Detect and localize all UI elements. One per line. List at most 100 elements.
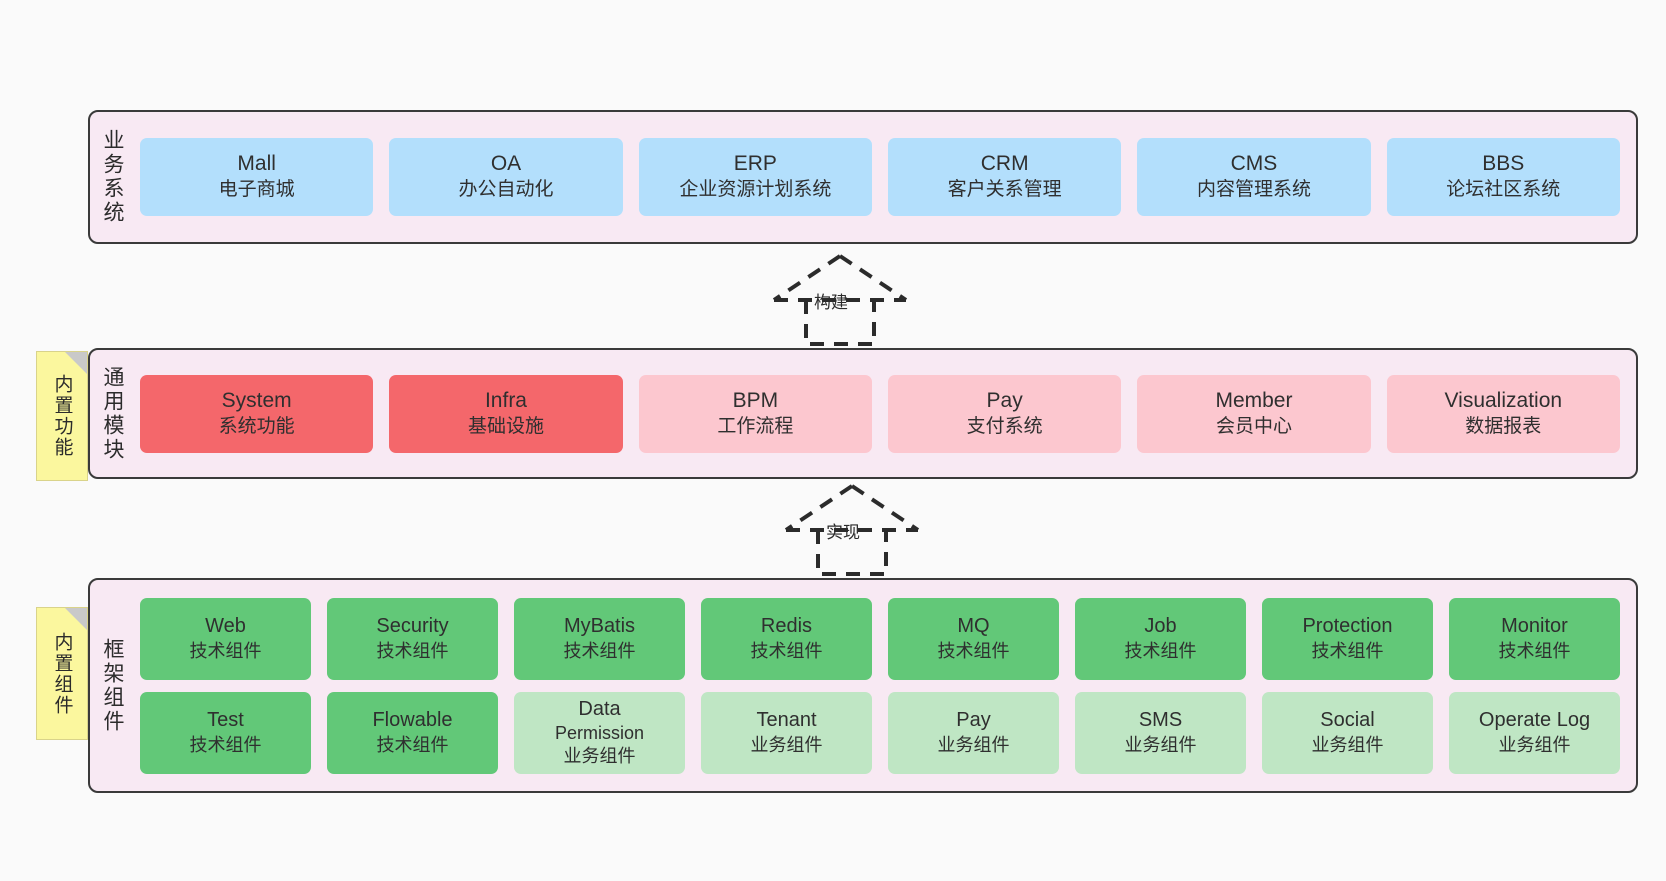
card-subtitle: 业务组件 [937,734,1010,755]
card-subtitle: 业务组件 [1498,734,1571,755]
card-title: System [221,388,292,412]
card-title: Protection [1302,615,1393,638]
card-title: Test [207,709,244,732]
connector-label-build: 构建 [814,293,848,312]
card-subtitle: 技术组件 [189,734,262,755]
card-subtitle: 技术组件 [563,640,636,661]
card-subtitle: 技术组件 [1498,640,1571,661]
component-card[interactable]: ERP 企业资源计划系统 [638,138,872,216]
card-title: Web [205,615,246,638]
card-subtitle: 业务组件 [750,734,823,755]
card-title: Pay [986,388,1023,412]
card-subtitle: 数据报表 [1465,415,1542,437]
card-title: Social [1320,709,1375,732]
card-title: Redis [760,615,813,638]
card-title-line2: Permission [554,723,645,744]
card-title: Job [1144,615,1177,638]
card-subtitle: 技术组件 [376,734,449,755]
card-title: Operate Log [1478,709,1591,732]
card-subtitle: 技术组件 [1124,640,1197,661]
card-subtitle: 客户关系管理 [947,179,1062,201]
card-subtitle: 业务组件 [1311,734,1384,755]
component-card[interactable]: Mall 电子商城 [140,138,374,216]
card-subtitle: 技术组件 [937,640,1010,661]
connector-build: 构建 [740,252,940,348]
card-title: ERP [733,152,777,176]
layer-label-business: 业务系统 [101,129,125,225]
connector-shaft [816,530,888,576]
component-card[interactable]: BPM 工作流程 [638,374,872,453]
connector-implement: 实现 [752,482,952,578]
card-subtitle: 业务组件 [1124,734,1197,755]
card-title: Mall [237,152,276,176]
card-title: Security [376,615,449,638]
connector-label-implement: 实现 [826,523,860,542]
card-title: SMS [1138,709,1183,732]
card-subtitle: 论坛社区系统 [1446,179,1561,201]
component-card[interactable]: OA 办公自动化 [389,138,623,216]
sticky-note-builtin-components: 内置组件 [36,607,88,740]
card-title: Data [578,697,621,720]
card-subtitle: 内容管理系统 [1196,179,1311,201]
card-subtitle: 技术组件 [376,640,449,661]
card-title: Flowable [372,709,453,732]
card-title: OA [490,152,522,176]
layer-label-common: 通用模块 [101,365,125,462]
card-title: Pay [956,709,991,732]
card-title: Member [1215,388,1293,412]
sticky-note-label-features: 内置功能 [51,374,73,458]
card-subtitle: 工作流程 [717,415,794,437]
component-card[interactable]: CMS 内容管理系统 [1137,138,1371,216]
arrowhead-right-edge [838,254,908,302]
card-title: Infra [484,388,527,412]
component-card[interactable]: BBS 论坛社区系统 [1386,138,1620,216]
card-subtitle: 电子商城 [218,179,295,201]
card-title: MyBatis [563,615,636,638]
arrowhead-left-edge [772,254,842,302]
card-subtitle: 企业资源计划系统 [679,179,832,201]
card-subtitle: 技术组件 [750,640,823,661]
arrowhead-left-edge [784,484,854,532]
note-fold-corner-icon [65,608,87,630]
card-title: Monitor [1501,615,1568,638]
card-subtitle: 技术组件 [189,640,262,661]
card-title: BBS [1482,152,1525,176]
card-title: CMS [1230,152,1278,176]
card-subtitle: 办公自动化 [458,179,554,201]
card-title: BPM [732,388,779,412]
sticky-note-label-components: 内置组件 [51,631,73,716]
note-fold-corner-icon [65,352,87,374]
